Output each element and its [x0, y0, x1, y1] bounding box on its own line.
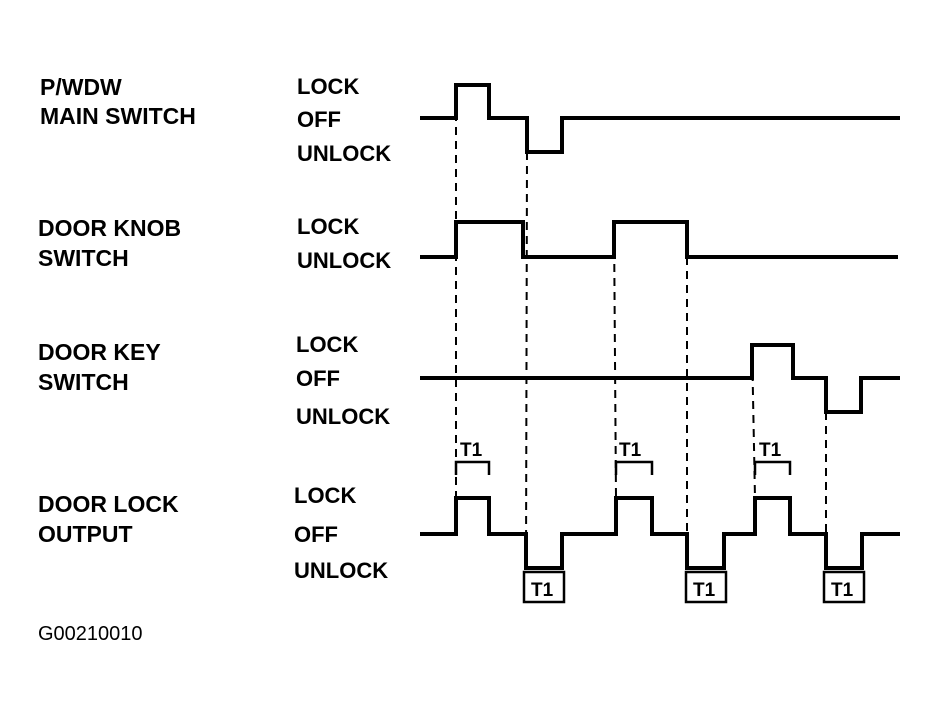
t1-label: T1 [759, 440, 782, 461]
state-label-pwdw-unlock: UNLOCK [297, 141, 391, 166]
waveform-output [420, 496, 900, 570]
signal-name-knob-line1: DOOR KNOB [38, 215, 181, 241]
t1-marker-upper-3: T1 [753, 440, 792, 475]
state-label-output-unlock: UNLOCK [294, 558, 388, 583]
figure-id: G00210010 [38, 623, 143, 645]
alignment-dash-line [525, 151, 528, 569]
signal-name-pwdw-line1: P/WDW [40, 74, 122, 100]
state-label-output-lock: LOCK [294, 483, 356, 508]
state-label-key-lock: LOCK [296, 332, 358, 357]
waveform-pwdw [420, 83, 900, 154]
t1-marker-lower-3: T1 [822, 570, 866, 604]
signal-name-output-line1: DOOR LOCK [38, 491, 179, 517]
t1-label: T1 [531, 580, 554, 601]
t1-label: T1 [619, 440, 642, 461]
alignment-dash-line [613, 221, 617, 499]
t1-label: T1 [460, 440, 483, 461]
t1-label: T1 [831, 580, 854, 601]
t1-marker-lower-1: T1 [522, 570, 566, 604]
state-label-key-unlock: UNLOCK [296, 404, 390, 429]
signal-name-key-line1: DOOR KEY [38, 339, 161, 365]
t1-label: T1 [693, 580, 716, 601]
state-label-knob-unlock: UNLOCK [297, 248, 391, 273]
t1-marker-lower-2: T1 [684, 570, 728, 604]
state-label-pwdw-off: OFF [297, 107, 341, 132]
signal-name-knob-line2: SWITCH [38, 245, 129, 271]
signal-name-output-line2: OUTPUT [38, 521, 133, 547]
signal-name-key-line2: SWITCH [38, 369, 129, 395]
waveform-key [420, 343, 900, 414]
t1-marker-upper-2: T1 [614, 440, 654, 475]
state-label-knob-lock: LOCK [297, 214, 359, 239]
state-label-output-off: OFF [294, 522, 338, 547]
waveform-knob [420, 220, 898, 259]
signal-name-pwdw-line2: MAIN SWITCH [40, 103, 196, 129]
state-label-key-off: OFF [296, 366, 340, 391]
state-label-pwdw-lock: LOCK [297, 74, 359, 99]
t1-marker-upper-1: T1 [454, 440, 491, 475]
